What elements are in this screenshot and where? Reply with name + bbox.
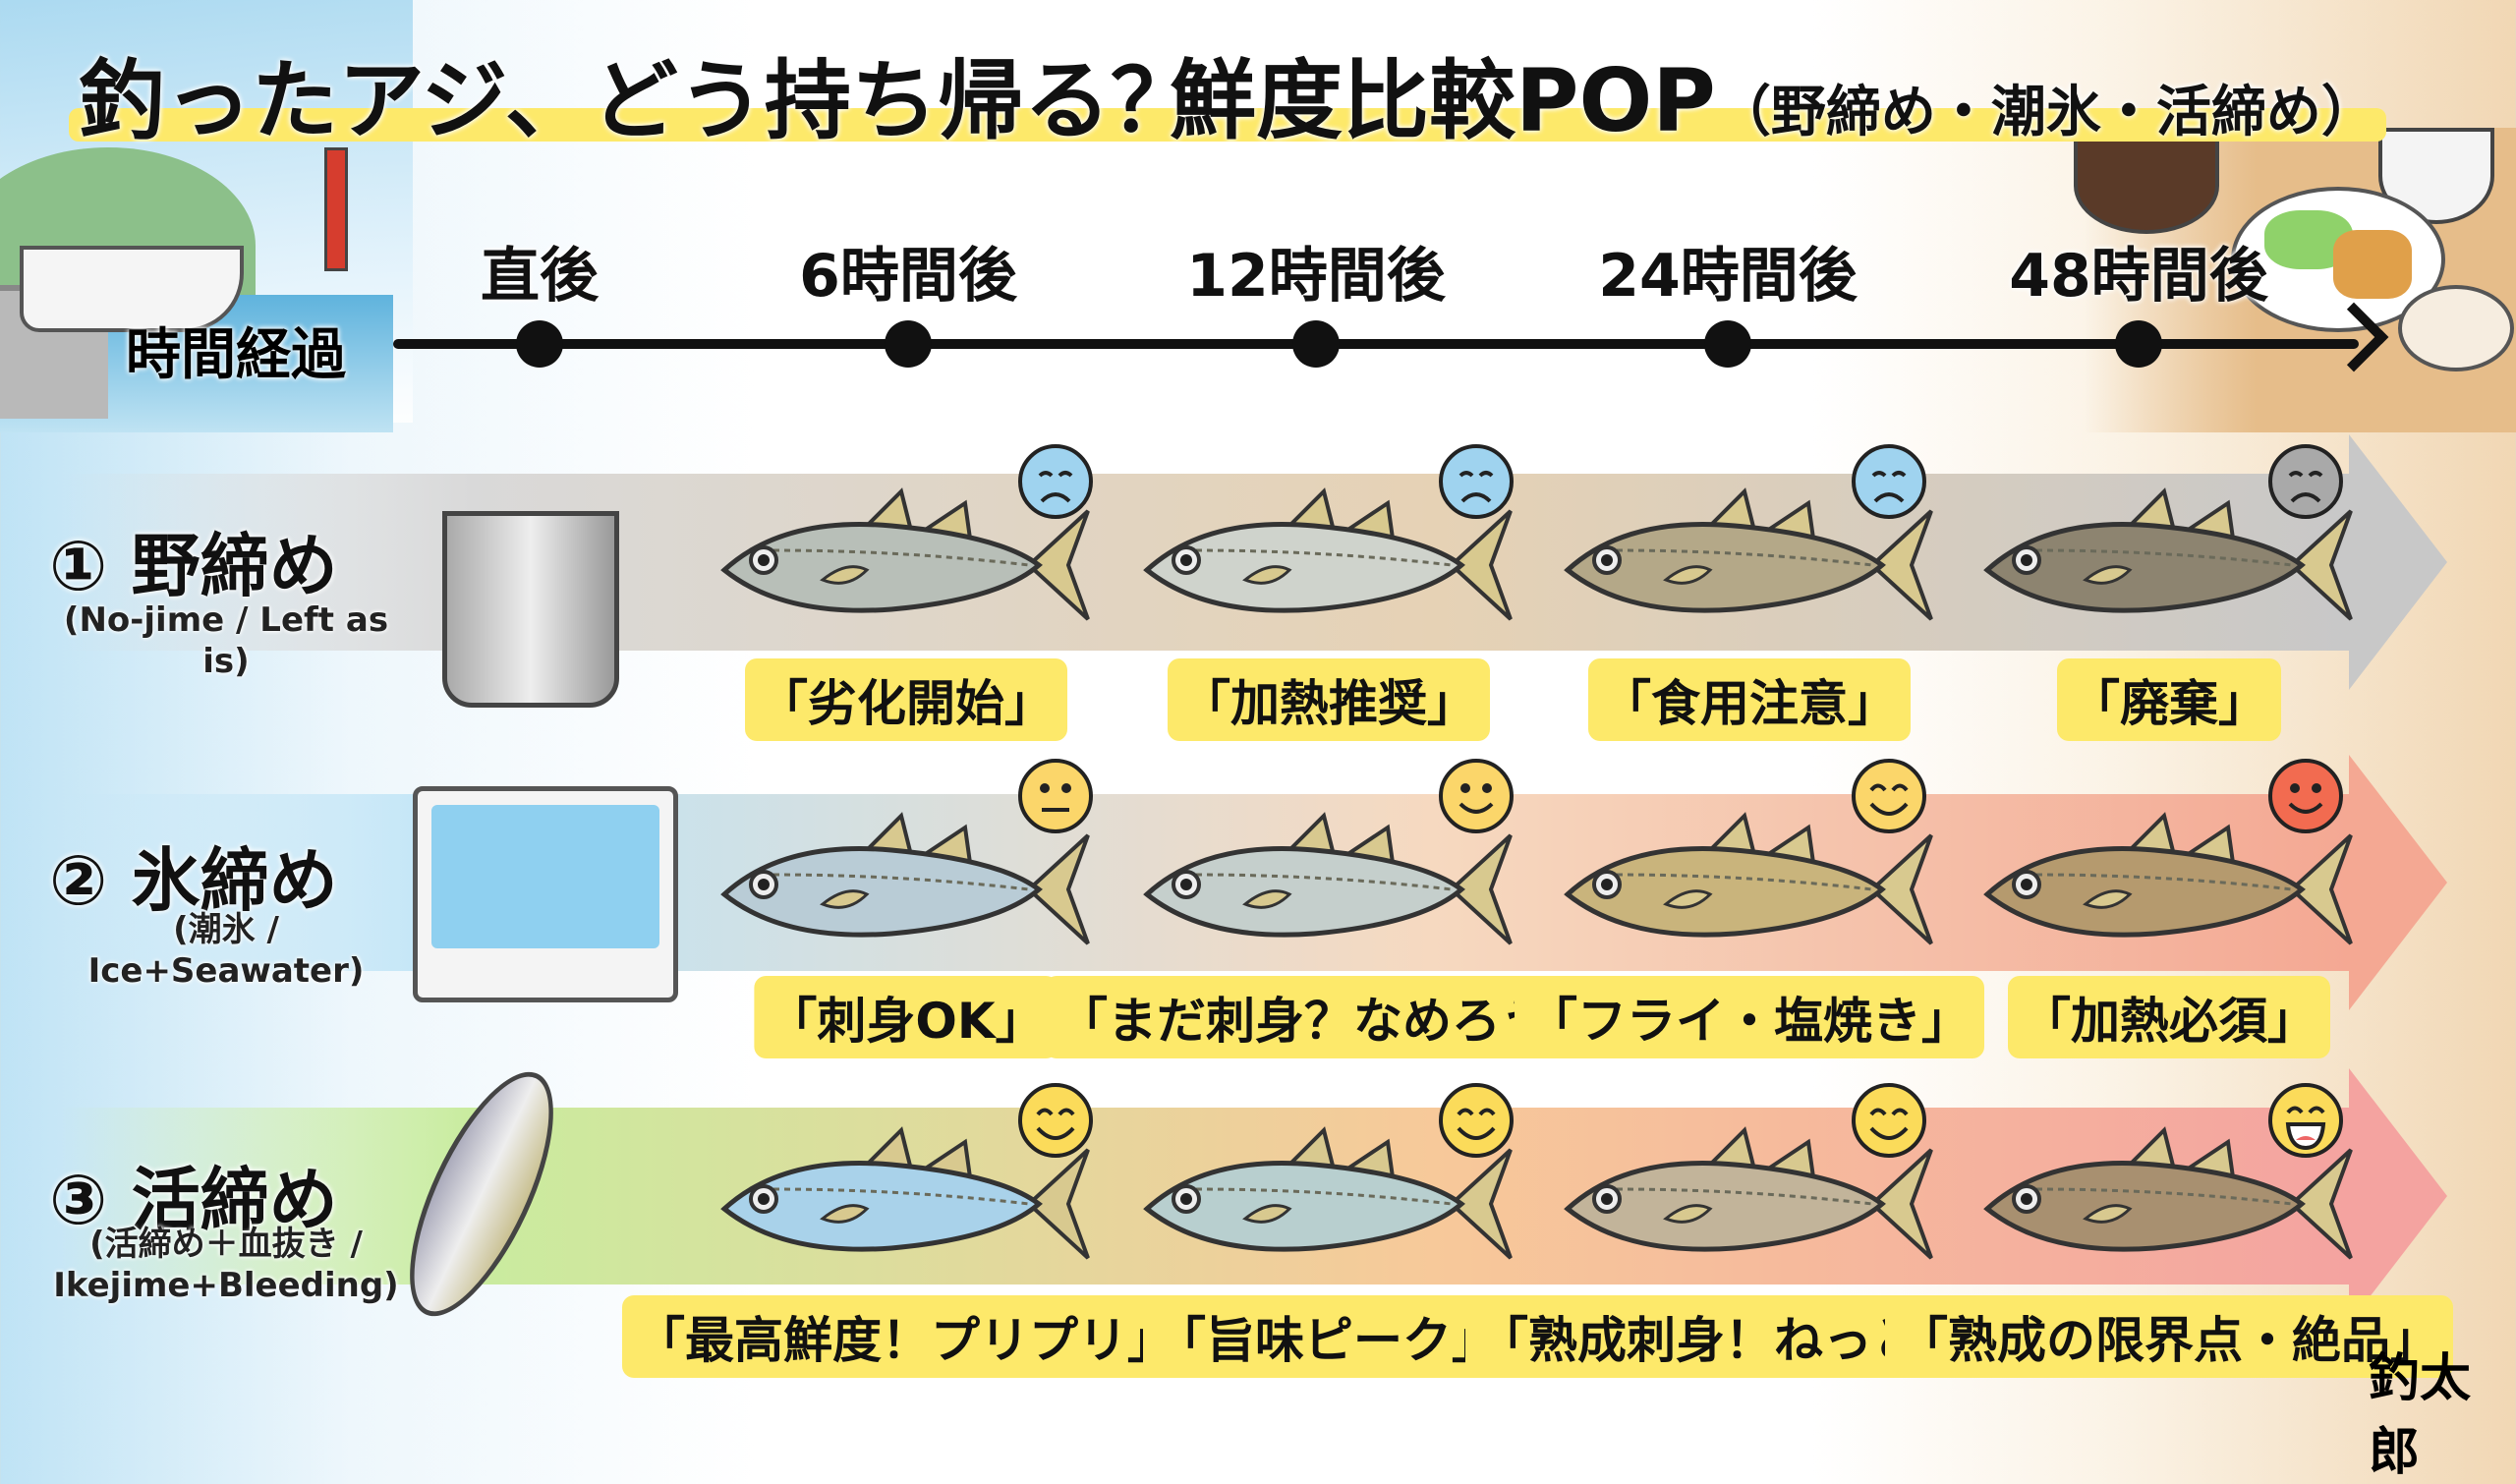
fish-illustration xyxy=(1977,482,2361,649)
timeline-label: 24時間後 xyxy=(1598,242,1858,311)
sad-face-icon xyxy=(2266,442,2345,521)
fish-illustration xyxy=(1558,482,1941,649)
row-sublabel: (潮氷 / Ice+Seawater) xyxy=(87,910,365,991)
stage-caption: 「劣化開始」 xyxy=(745,658,1067,741)
row-arrow-tip xyxy=(2349,434,2447,690)
signature-logo: 釣太郎 xyxy=(2369,1348,2472,1482)
title-main-text: 釣ったアジ、どう持ち帰る？ xyxy=(79,50,1197,151)
timeline-axis-label: 時間経過 xyxy=(126,323,346,387)
fishing-boat-illustration xyxy=(20,246,244,332)
fish-illustration xyxy=(715,482,1098,649)
stage-caption: 「旨味ピーク」 xyxy=(1143,1295,1515,1378)
row-label: ③ 活締め xyxy=(49,1160,338,1240)
ice-box-illustration xyxy=(413,786,678,1002)
happy-face-icon xyxy=(1016,1081,1095,1160)
fish-illustration xyxy=(1558,1120,1941,1287)
title-sub-text: 鮮度比較POP xyxy=(1170,50,1716,151)
sad-face-icon xyxy=(1437,442,1515,521)
happy-face-icon xyxy=(1850,757,1928,835)
sad-face-icon xyxy=(1016,442,1095,521)
timeline-label: 6時間後 xyxy=(799,242,1017,311)
row-arrow-tip xyxy=(2349,755,2447,1010)
lighthouse-illustration xyxy=(324,147,348,271)
happy-face-icon xyxy=(1850,1081,1928,1160)
fish-illustration xyxy=(1558,806,1941,973)
smile-face-icon xyxy=(2266,757,2345,835)
timeline-dot xyxy=(516,320,563,368)
title-sub: 鮮度比較POP（野締め・潮氷・活締め） xyxy=(1160,31,2386,151)
row-sublabel: (No-jime / Left as is) xyxy=(63,600,389,681)
neutral-face-icon xyxy=(1016,757,1095,835)
fish-illustration xyxy=(1137,1120,1520,1287)
stage-caption: 「加熱推奨」 xyxy=(1168,658,1490,741)
bucket-illustration xyxy=(442,511,619,708)
title-sub-paren: （野締め・潮氷・活締め） xyxy=(1715,81,2376,144)
fish-illustration xyxy=(1137,806,1520,973)
row-sublabel: (活締め＋血抜き / Ikejime+Bleeding) xyxy=(53,1225,399,1305)
fish-illustration xyxy=(715,806,1098,973)
stage-caption: 「食用注意」 xyxy=(1588,658,1911,741)
happy-face-icon xyxy=(1437,1081,1515,1160)
timeline-axis xyxy=(393,339,2359,349)
row-label: ① 野締め xyxy=(49,526,338,606)
grin-face-icon xyxy=(2266,1081,2345,1160)
timeline-dot xyxy=(2115,320,2162,368)
sad-face-icon xyxy=(1850,442,1928,521)
title-main: 釣ったアジ、どう持ち帰る？ xyxy=(69,31,1207,151)
stage-caption: 「熟成の限界点・絶品」 xyxy=(1885,1295,2453,1378)
timeline-dot xyxy=(1292,320,1340,368)
smile-face-icon xyxy=(1437,757,1515,835)
fish-illustration xyxy=(715,1120,1098,1287)
miso-soup-bowl-illustration xyxy=(2074,138,2219,234)
timeline-label: 直後 xyxy=(481,242,599,311)
fish-illustration xyxy=(1977,1120,2361,1287)
stage-caption: 「廃棄」 xyxy=(2057,658,2281,741)
timeline-dot xyxy=(885,320,932,368)
timeline-label: 48時間後 xyxy=(2009,242,2268,311)
stage-caption: 「加熱必須」 xyxy=(2008,976,2330,1058)
stage-caption: 「刺身OK」 xyxy=(754,976,1058,1058)
side-dish-illustration xyxy=(2398,285,2514,371)
timeline-label: 12時間後 xyxy=(1186,242,1446,311)
stage-caption: 「最高鮮度！プリプリ」 xyxy=(622,1295,1190,1378)
fish-illustration xyxy=(1977,806,2361,973)
row-arrow-tip xyxy=(2349,1068,2447,1324)
stage-caption: 「フライ・塩焼き」 xyxy=(1515,976,1984,1058)
timeline-dot xyxy=(1704,320,1751,368)
fish-illustration xyxy=(1137,482,1520,649)
row-label: ② 氷締め xyxy=(49,840,338,921)
